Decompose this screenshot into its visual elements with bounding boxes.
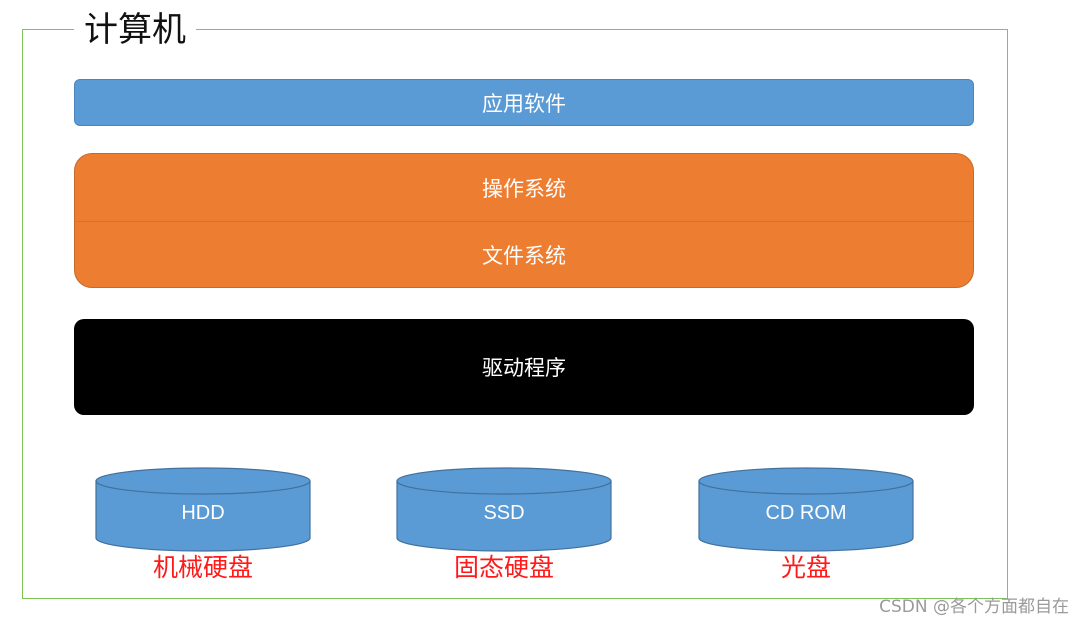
driver-layer: 驱动程序: [74, 319, 974, 415]
hdd-disk: HDD: [95, 466, 311, 556]
os-filesystem-block: 操作系统 文件系统: [74, 153, 974, 288]
computer-frame: [22, 29, 1008, 599]
ssd-disk: SSD: [396, 466, 612, 556]
operating-system-label: 操作系统: [482, 176, 566, 201]
application-layer: 应用软件: [74, 79, 974, 126]
ssd-caption: 固态硬盘: [453, 553, 554, 582]
cdrom-caption: 光盘: [780, 553, 831, 582]
ssd-label: SSD: [483, 502, 525, 524]
hdd-label: HDD: [181, 502, 225, 524]
ssd-cylinder-icon: [396, 467, 612, 552]
diagram-title: 计算机: [74, 8, 196, 52]
cdrom-disk: CD ROM: [698, 466, 914, 556]
os-filesystem-divider: [75, 221, 973, 222]
cdrom-label: CD ROM: [765, 502, 847, 524]
application-layer-label: 应用软件: [482, 91, 566, 116]
file-system-label: 文件系统: [482, 244, 566, 268]
operating-system-layer: 操作系统: [75, 154, 973, 221]
hdd-cylinder-icon: [95, 467, 311, 552]
driver-layer-label: 驱动程序: [482, 356, 566, 380]
hdd-caption: 机械硬盘: [152, 553, 253, 582]
cdrom-cylinder-icon: [698, 467, 914, 552]
file-system-layer: 文件系统: [75, 222, 973, 287]
watermark: CSDN @各个方面都自在: [879, 597, 1069, 617]
